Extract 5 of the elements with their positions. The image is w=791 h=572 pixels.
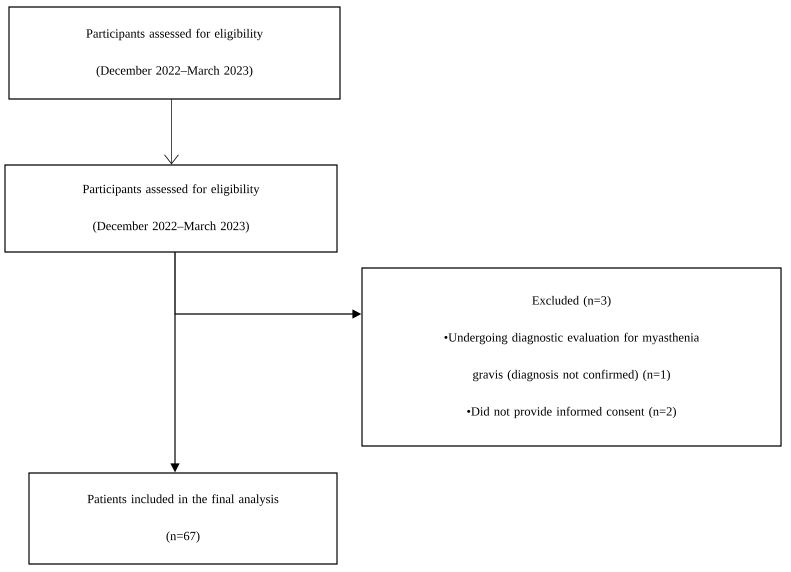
flow-box: Participants assessed for eligibility (December 2022–March 2023) xyxy=(8,6,341,100)
flow-box: Excluded (n=3) •Undergoing diagnostic evaluation for myasthenia gravis (diagnosis not confirmed) (n=1) •Did not provide informed consent (n=2) xyxy=(361,267,782,447)
flow-box: Patients included in the final analysis (n=67) xyxy=(28,472,338,565)
flow-box: Participants assessed for eligibility (December 2022–March 2023) xyxy=(4,164,338,253)
arrow xyxy=(164,99,179,164)
